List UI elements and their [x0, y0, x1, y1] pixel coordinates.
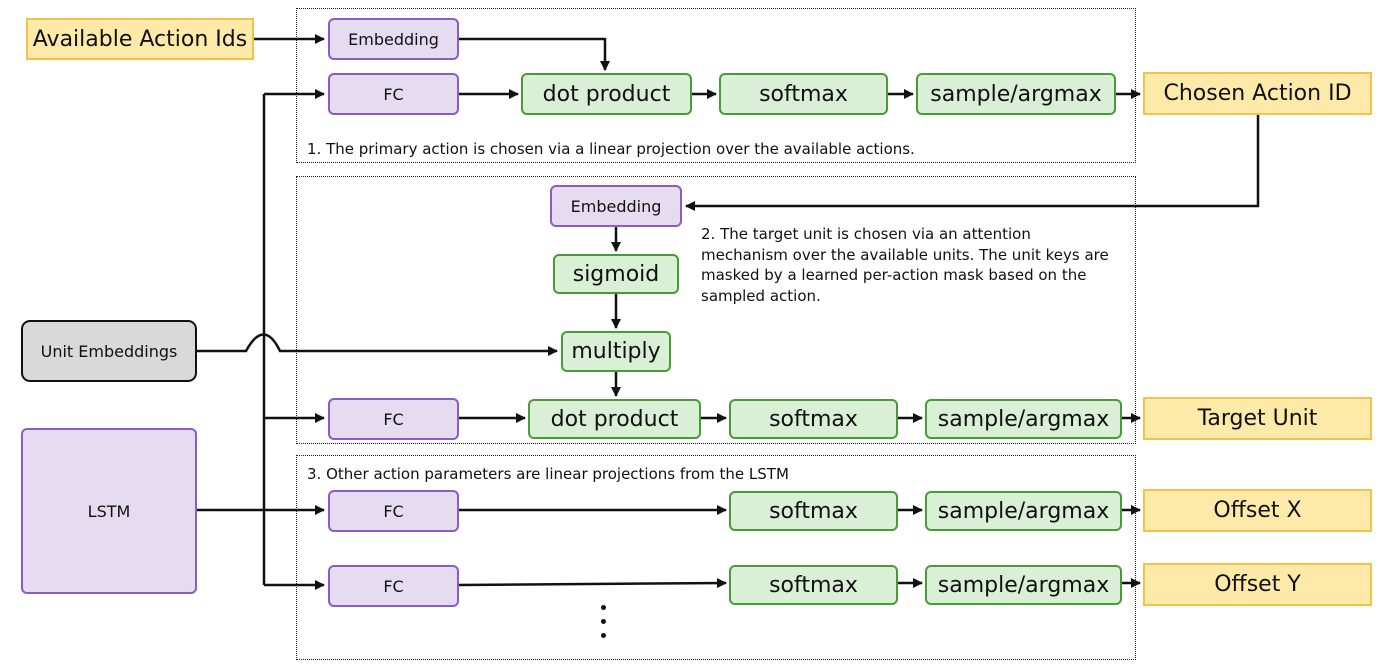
- section-1-region: [296, 8, 1136, 163]
- unit-embeddings-input: Unit Embeddings: [21, 320, 197, 382]
- section3-offset-y-fc-block: FC: [328, 565, 459, 607]
- section1-note: 1. The primary action is chosen via a li…: [307, 140, 915, 158]
- available-action-ids-input: Available Action Ids: [26, 18, 254, 60]
- section3-offset-x-sample-argmax-block: sample/argmax: [925, 491, 1122, 531]
- section2-sigmoid-block: sigmoid: [553, 254, 679, 294]
- section2-softmax-block: softmax: [729, 399, 898, 439]
- more-rows-ellipsis: [597, 605, 609, 647]
- section1-fc-block: FC: [328, 73, 459, 115]
- section3-note: 3. Other action parameters are linear pr…: [307, 465, 789, 483]
- section2-embedding-block: Embedding: [550, 185, 682, 227]
- section-2-region: [296, 176, 1136, 444]
- section1-dot-product-block: dot product: [521, 73, 692, 115]
- section2-multiply-block: multiply: [561, 331, 671, 372]
- section1-softmax-block: softmax: [719, 73, 888, 115]
- chosen-action-id-output: Chosen Action ID: [1143, 72, 1372, 115]
- lstm-block: LSTM: [21, 428, 197, 594]
- section1-sample-argmax-block: sample/argmax: [916, 73, 1116, 115]
- section3-offset-x-fc-block: FC: [328, 490, 459, 532]
- offset-x-output: Offset X: [1143, 489, 1372, 532]
- section2-note: 2. The target unit is chosen via an atte…: [701, 225, 1109, 305]
- section2-fc-block: FC: [328, 398, 459, 440]
- target-unit-output: Target Unit: [1143, 397, 1372, 440]
- section3-offset-y-sample-argmax-block: sample/argmax: [925, 565, 1122, 605]
- section3-offset-x-softmax-block: softmax: [729, 491, 898, 531]
- section2-sample-argmax-block: sample/argmax: [925, 399, 1122, 439]
- section3-offset-y-softmax-block: softmax: [729, 565, 898, 605]
- section1-embedding-block: Embedding: [328, 18, 459, 60]
- offset-y-output: Offset Y: [1143, 563, 1372, 606]
- section2-dot-product-block: dot product: [528, 399, 701, 439]
- section-3-region: [296, 455, 1136, 660]
